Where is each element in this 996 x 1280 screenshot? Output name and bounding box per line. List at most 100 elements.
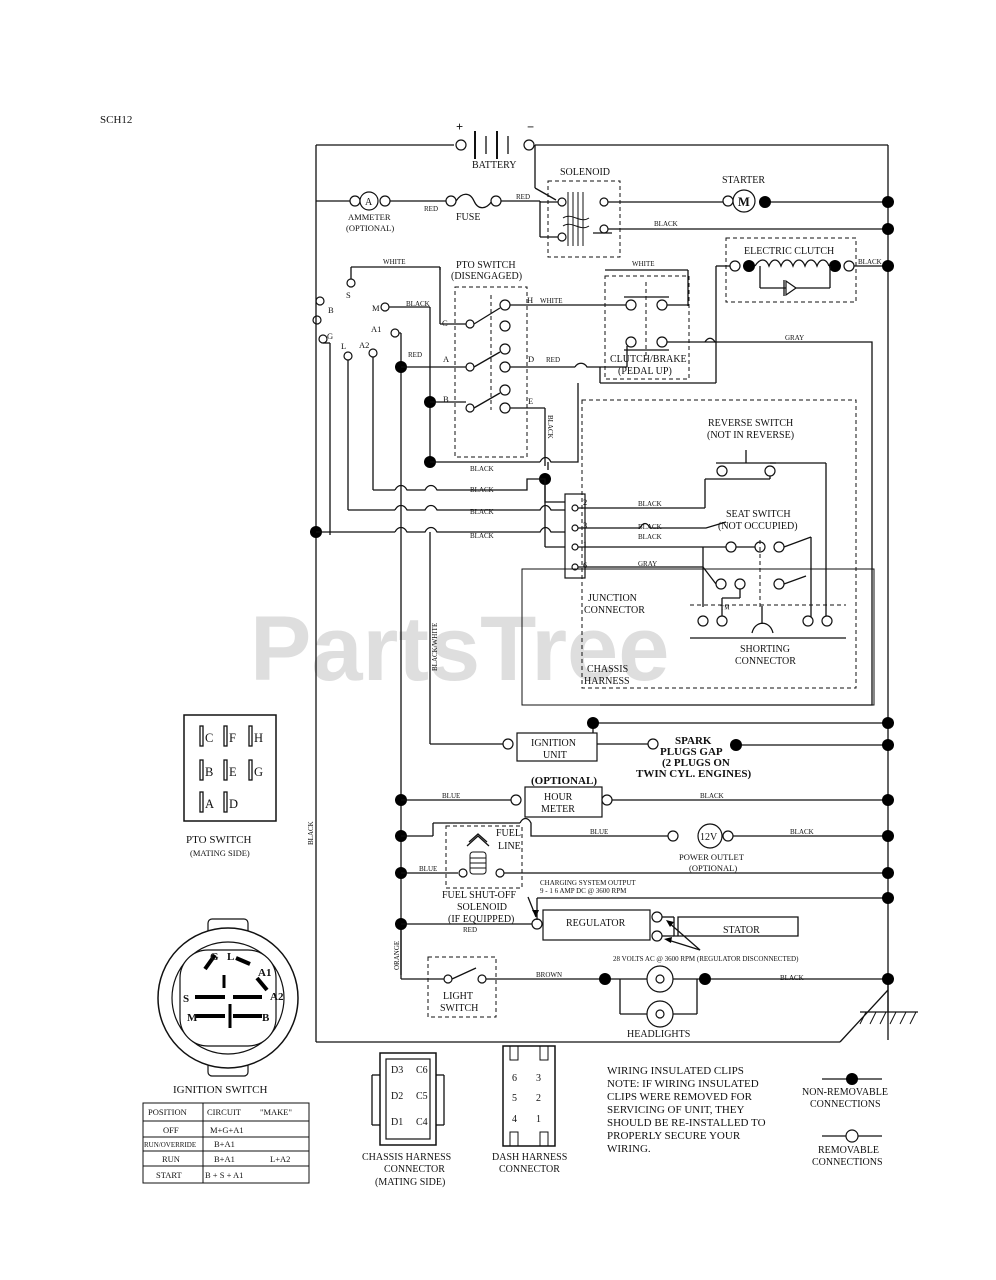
pto-mating-title: PTO SWITCH (186, 834, 252, 846)
wire-label-brown: BROWN (536, 971, 562, 979)
ign-face-l: L (227, 951, 234, 963)
battery-plus: + (456, 120, 463, 134)
wire-label-white: WHITE (540, 297, 563, 305)
wire-label-black: BLACK (470, 465, 494, 473)
power-outlet: BLUE 12V BLACK POWER OUTLET (OPTIONAL) (395, 817, 894, 873)
starter-label: STARTER (722, 175, 765, 186)
table-row-circuit: M+G+A1 (210, 1125, 244, 1135)
note-line: PROPERLY SECURE YOUR (607, 1130, 741, 1142)
regulator: CHARGING SYSTEM OUTPUT 9 - 1 6 AMP DC @ … (395, 879, 894, 963)
table-row-position: START (156, 1170, 183, 1180)
wire-label-red: RED (546, 356, 560, 364)
wire-label-black: BLACK (470, 486, 494, 494)
hour-meter-optional: (OPTIONAL) (531, 775, 597, 787)
table-row-circuit: B+A1 (214, 1154, 235, 1164)
pto-mating-pin: H (254, 731, 263, 745)
power-outlet-note: (OPTIONAL) (689, 863, 737, 873)
wire-label-blue: BLUE (442, 792, 460, 800)
fuel-solenoid-label-1: FUEL SHUT-OFF (442, 890, 516, 901)
junction-pin-6: 6 (583, 560, 587, 570)
shorting-label-1: SHORTING (740, 644, 790, 655)
fuel-shutoff-solenoid: BLUE FUEL LINE FUEL SHUT-OFF SOLENOID (I… (395, 825, 894, 925)
pto-switch: PTO SWITCH (DISENGAGED) C H A D B E WHIT… (424, 260, 627, 466)
spark-label-2: PLUGS GAP (660, 746, 723, 758)
fuel-line-label-2: LINE (498, 841, 521, 852)
spark-label-4: TWIN CYL. ENGINES) (636, 768, 752, 780)
watermark: PartsTree (250, 598, 669, 700)
electric-clutch-label: ELECTRIC CLUTCH (744, 246, 834, 257)
regulator-label: REGULATOR (566, 918, 626, 929)
pto-mating-row-1: C F H (199, 725, 263, 747)
power-outlet-symbol: 12V (700, 832, 718, 843)
ammeter-label: AMMETER (348, 212, 391, 222)
wire-label-black: BLACK (780, 974, 804, 982)
ammeter-note: (OPTIONAL) (346, 223, 394, 233)
ign-face-a1: A1 (258, 967, 271, 979)
chassis-pin-c4: C4 (416, 1117, 428, 1128)
starter-symbol: M (738, 195, 750, 209)
charging-label-1: CHARGING SYSTEM OUTPUT (540, 879, 636, 887)
ign-terminal-s: S (346, 290, 351, 300)
wire-label-white: WHITE (632, 260, 655, 268)
diagram-code: SCH12 (100, 114, 132, 126)
wire-label-white: WHITE (383, 258, 406, 266)
wire-label-black: BLACK (858, 258, 882, 266)
ammeter-symbol: A (365, 197, 373, 208)
wire-label-blue: BLUE (590, 828, 608, 836)
pto-switch-label: PTO SWITCH (456, 260, 516, 271)
pto-terminal-e: E (528, 396, 533, 406)
seat-switch-label: SEAT SWITCH (726, 509, 791, 520)
light-switch-label-2: SWITCH (440, 1003, 478, 1014)
chassis-pin-d2: D2 (391, 1091, 403, 1102)
wire-label-blue: BLUE (419, 865, 437, 873)
fuel-solenoid-label-2: SOLENOID (457, 902, 507, 913)
note-line: WIRING INSULATED CLIPS (607, 1065, 744, 1077)
wire-label-black: BLACK (638, 500, 662, 508)
dash-pin-1: 1 (536, 1114, 541, 1125)
junction-label-1: JUNCTION (588, 593, 637, 604)
ignition-unit-label-2: UNIT (543, 750, 567, 761)
ignition-unit: BLACK/WHITE IGNITION UNIT SPARK PLUGS GA… (429, 532, 894, 780)
wire-label-black: BLACK (470, 532, 494, 540)
battery: + − BATTERY (315, 120, 889, 1040)
junction-wiring: BLACK BLACK BLACK BLACK (316, 383, 579, 548)
note-line: NOTE: IF WIRING INSULATED (607, 1078, 759, 1090)
table-header-position: POSITION (148, 1107, 187, 1117)
reverse-switch-state: (NOT IN REVERSE) (707, 430, 794, 441)
starter: M STARTER BLACK (608, 175, 894, 235)
dash-pin-3: 3 (536, 1073, 541, 1084)
shorting-label-2: CONNECTOR (735, 656, 796, 667)
ign-face-b: B (262, 1012, 270, 1024)
battery-label: BATTERY (472, 160, 516, 171)
ign-terminal-g: G (327, 331, 333, 341)
pto-terminal-h: H (527, 295, 533, 305)
power-outlet-label: POWER OUTLET (679, 852, 745, 862)
pto-mating-pin: F (229, 731, 236, 745)
wire-label-black: BLACK (654, 220, 678, 228)
ignition-switch-table: POSITION CIRCUIT "MAKE" OFF M+G+A1 RUN/O… (142, 1102, 310, 1184)
spark-label-1: SPARK (675, 735, 712, 747)
note-line: CLIPS WERE REMOVED FOR (607, 1091, 753, 1103)
hour-meter-label-1: HOUR (544, 792, 573, 803)
wire-label-red: RED (463, 926, 477, 934)
ign-face-a2: A2 (270, 991, 284, 1003)
wire-label-black: BLACK (307, 821, 315, 845)
chassis-pin-c5: C5 (416, 1091, 428, 1102)
wire-label-gray: GRAY (785, 334, 804, 342)
legend-removable-1: REMOVABLE (818, 1145, 879, 1156)
dash-pin-2: 2 (536, 1093, 541, 1104)
legend-removable-2: CONNECTIONS (812, 1157, 883, 1168)
legend-non-removable-2: CONNECTIONS (810, 1099, 881, 1110)
watermark-tm: ™ (720, 604, 730, 615)
wire-label-black: BLACK (406, 300, 430, 308)
junction-connector: 2 3 1 6 BLACK BLACK BLACK GRAY JUNCTION … (547, 462, 770, 616)
pto-terminal-d: D (528, 354, 534, 364)
ammeter: A AMMETER (OPTIONAL) (316, 191, 394, 233)
ign-face-s: S (183, 993, 189, 1005)
reverse-seat-shorting: REVERSE SWITCH (NOT IN REVERSE) SEAT SWI… (521, 399, 875, 706)
wire-label-red: RED (408, 351, 422, 359)
table-header-make: "MAKE" (260, 1107, 292, 1117)
table-row-position: RUN/OVERRIDE (144, 1141, 196, 1149)
wire-label-red: RED (424, 205, 438, 213)
pto-mating-pin: B (205, 765, 213, 779)
